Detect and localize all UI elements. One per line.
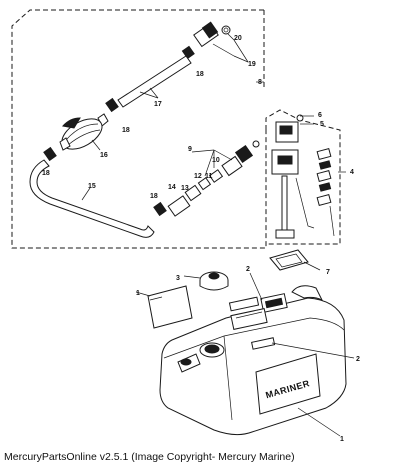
- callout-9: 9: [188, 146, 192, 153]
- callout-18: 18: [42, 170, 50, 177]
- callout-14: 14: [168, 184, 176, 191]
- callout-18: 18: [122, 127, 130, 134]
- callout-6: 6: [318, 112, 322, 119]
- primer-bulb: [59, 113, 109, 151]
- fuel-tank: MARINER: [159, 285, 355, 437]
- fuel-cap: [183, 271, 229, 291]
- callout-17: 17: [154, 101, 162, 108]
- callout-19: 19: [248, 61, 256, 68]
- callout-8: 8: [258, 79, 262, 86]
- image-caption: MercuryPartsOnline v2.5.1 (Image Copyrig…: [4, 451, 295, 463]
- callout-5: 5: [320, 121, 324, 128]
- callout-1: 1: [340, 436, 344, 443]
- callout-12: 12: [194, 173, 202, 180]
- tank-connector: [167, 140, 260, 217]
- pickup-tube: [281, 175, 288, 233]
- callout-4: 4: [350, 169, 354, 176]
- callout-11: 11: [205, 173, 213, 180]
- fuel-line-assembly: [11, 9, 267, 249]
- hose-clamp: [43, 146, 57, 162]
- decal-warning: [135, 285, 193, 329]
- hose-clamp: [105, 97, 119, 113]
- callout-7: 7: [326, 269, 330, 276]
- callout-20: 20: [234, 35, 242, 42]
- callout-15: 15: [88, 183, 96, 190]
- callout-3: 3: [176, 275, 180, 282]
- pickup-assembly: [265, 109, 346, 245]
- gasket: [269, 249, 321, 271]
- callout-13: 13: [181, 185, 189, 192]
- fuel-hose-lower: [29, 159, 155, 238]
- fuel-line-group-border: [11, 9, 267, 249]
- callouts: 20 19 8 18 17 18 16 18 15 9 10 12 11 14 …: [42, 35, 360, 443]
- tank-name-plate: [255, 353, 321, 415]
- callout-2: 2: [246, 266, 250, 273]
- hose-clamp: [153, 201, 167, 217]
- outboard-connector: [193, 21, 231, 48]
- callout-10: 10: [212, 157, 220, 164]
- callout-18: 18: [150, 193, 158, 200]
- callout-2: 2: [356, 356, 360, 363]
- hose-clamp: [181, 45, 195, 60]
- tank-handle: [291, 285, 324, 302]
- callout-16: 16: [100, 152, 108, 159]
- gauge-housing: [271, 149, 299, 175]
- float-arm: [295, 177, 315, 229]
- fuel-hose-upper: [117, 55, 192, 108]
- callout-1: 1: [136, 290, 140, 297]
- callout-18: 18: [196, 71, 204, 78]
